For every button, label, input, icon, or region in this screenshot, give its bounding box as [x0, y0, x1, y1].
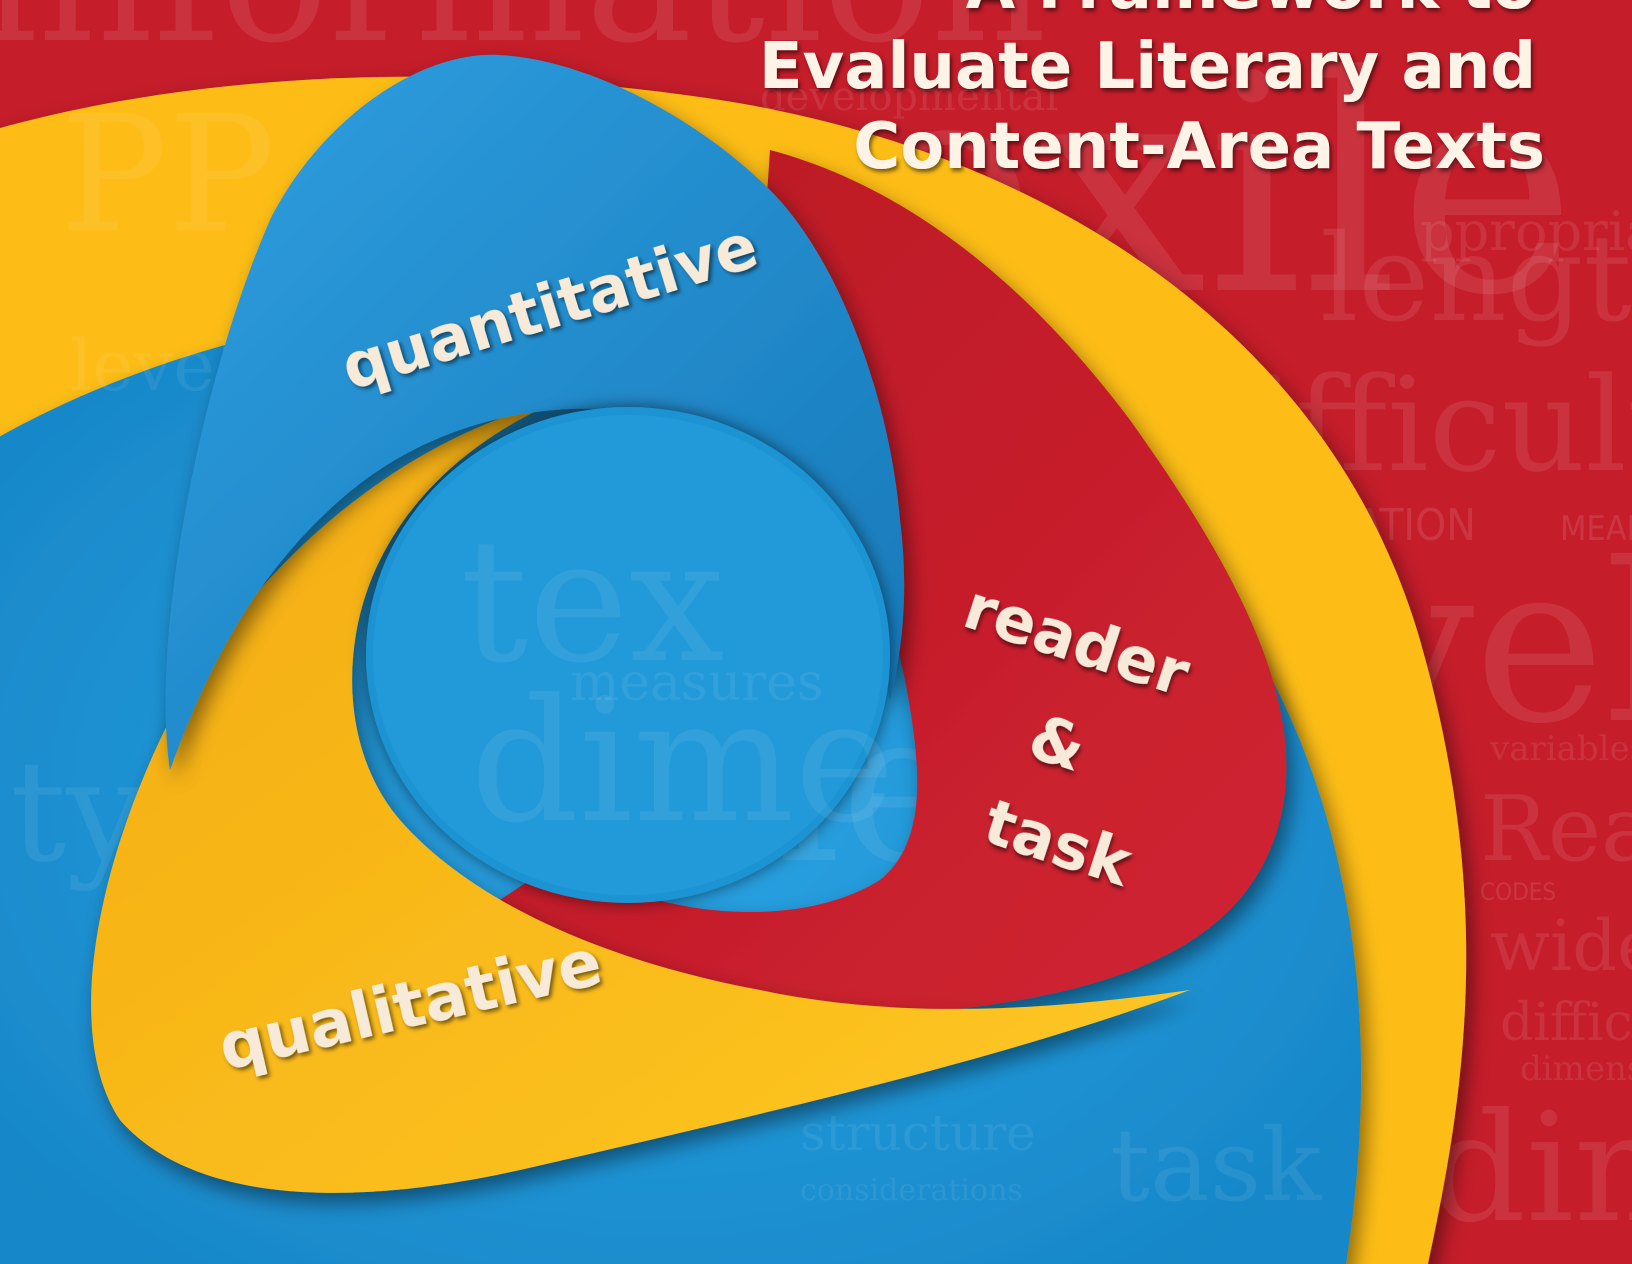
bg-word-codes: CODES [1480, 878, 1556, 906]
title-line-1: A Framework to [966, 0, 1536, 24]
title-line-3: Content-Area Texts [853, 110, 1545, 184]
bg-word-dimensio: dimensio [1520, 1049, 1632, 1089]
bg-word-measures-inner: measures [570, 653, 824, 713]
bg-word-task: task [1110, 1107, 1323, 1224]
bg-word-mean: MEAN [1560, 509, 1632, 549]
quantitative-band [165, 54, 905, 771]
bg-word-appropriate: ppropriate [1420, 200, 1632, 263]
bg-word-considerations: considerations [800, 1173, 1023, 1208]
bg-word-developmental: developmental [760, 74, 1058, 120]
bg-word-length: length [1320, 210, 1632, 349]
bg-word-structure: structure [800, 1104, 1036, 1162]
qualitative-band [91, 400, 1191, 1193]
bg-word-wide: wide [1490, 905, 1632, 987]
bg-word-read: Rea [1480, 777, 1632, 882]
bg-word-variables: variables [1489, 729, 1632, 769]
cover-title: A Framework to Evaluate Literary and Con… [759, 0, 1545, 184]
center-opening-fill [373, 415, 883, 895]
bg-word-pp: PP [60, 81, 275, 268]
title-line-2: Evaluate Literary and [759, 30, 1536, 104]
bg-word-dime-inner: dime [470, 663, 895, 861]
bg-word-ding: ding [1430, 1082, 1632, 1256]
bg-word-difficult: difficult [1500, 993, 1632, 1053]
reader-task-band [470, 150, 1287, 1016]
bg-word-text-inner: tex [460, 503, 725, 701]
